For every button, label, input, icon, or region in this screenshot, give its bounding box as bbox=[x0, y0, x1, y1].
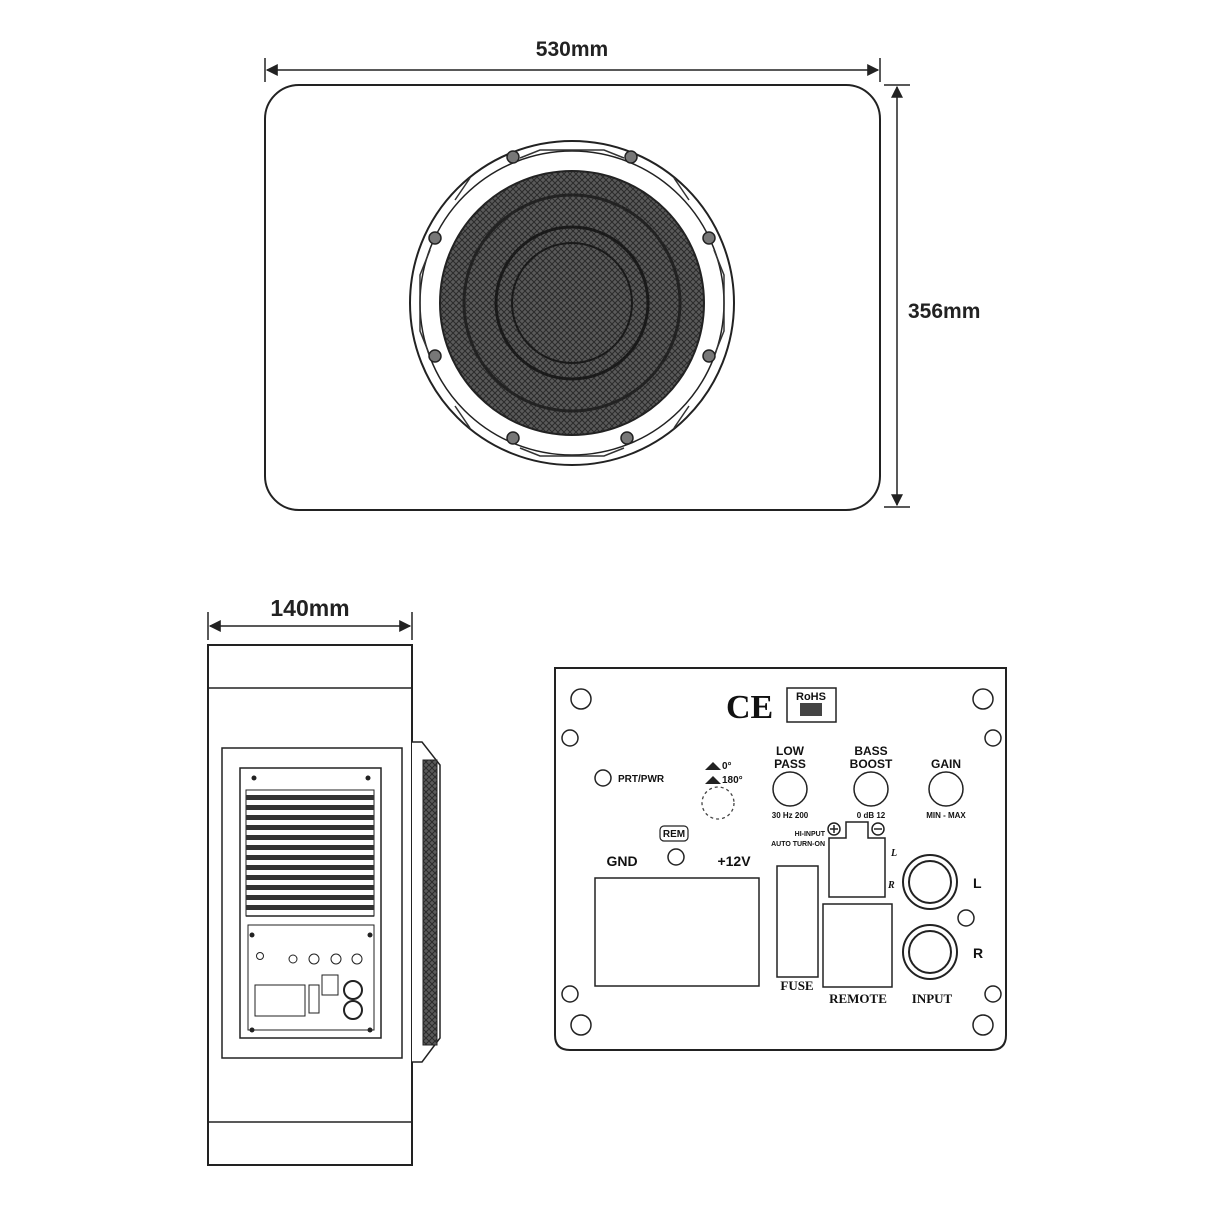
bass-boost-label-1: BASS bbox=[854, 744, 887, 758]
hi-input-connector[interactable] bbox=[828, 821, 886, 898]
heatsink-fin bbox=[246, 895, 374, 900]
hi-input-label: HI-INPUT bbox=[795, 831, 826, 838]
input-label: INPUT bbox=[912, 991, 953, 1006]
phase-180-label: 180° bbox=[722, 775, 743, 786]
speaker bbox=[409, 140, 735, 466]
heatsink-fin bbox=[246, 835, 374, 840]
heatsink-fin bbox=[246, 805, 374, 810]
fuse-label: FUSE bbox=[780, 978, 813, 993]
mounting-holes bbox=[561, 688, 1002, 1036]
gain-knob[interactable] bbox=[928, 771, 964, 807]
hi-l-label: L bbox=[890, 848, 897, 859]
heatsink-fin bbox=[246, 865, 374, 870]
rca-r-label: R bbox=[973, 945, 983, 961]
auto-turn-on-label: AUTO TURN-ON bbox=[771, 841, 825, 848]
gnd-label: GND bbox=[606, 853, 637, 869]
remote-label: REMOTE bbox=[829, 991, 887, 1006]
plus-icon bbox=[827, 822, 841, 836]
power-terminal[interactable] bbox=[594, 877, 760, 987]
low-pass-knob[interactable] bbox=[772, 771, 808, 807]
heatsink-fin bbox=[246, 875, 374, 880]
heatsink-fin bbox=[246, 905, 374, 910]
rca-input-r[interactable] bbox=[902, 924, 958, 980]
bass-boost-knob[interactable] bbox=[853, 771, 889, 807]
height-label: 356mm bbox=[908, 300, 980, 323]
rohs-badge: RoHS bbox=[786, 687, 837, 723]
rca-input-l[interactable] bbox=[902, 854, 958, 910]
speaker-frame bbox=[419, 149, 725, 457]
input-led bbox=[957, 909, 975, 927]
heatsink bbox=[245, 789, 375, 917]
heatsink-fin bbox=[246, 815, 374, 820]
heatsink-fin bbox=[246, 825, 374, 830]
gain-label: GAIN bbox=[931, 757, 961, 771]
speaker-edge bbox=[412, 741, 441, 1063]
speaker-bolts bbox=[428, 150, 716, 445]
amp-panel: CE RoHS PRT/PWR 0° 180° LOW PASS 30 Hz 2… bbox=[554, 667, 1007, 1051]
plus12v-label: +12V bbox=[717, 853, 751, 869]
rca-l-label: L bbox=[973, 875, 982, 891]
prt-pwr-led bbox=[594, 769, 612, 787]
rem-led bbox=[667, 848, 685, 866]
low-pass-label-2: PASS bbox=[774, 757, 806, 771]
heatsink-fin bbox=[246, 845, 374, 850]
speaker-grille bbox=[439, 170, 705, 436]
width-dimension: 530mm bbox=[264, 38, 881, 82]
front-view: 530mm 356mm bbox=[264, 38, 980, 511]
svg-text:RoHS: RoHS bbox=[796, 691, 826, 703]
depth-dimension: 140mm bbox=[207, 595, 413, 640]
heatsink-fin bbox=[246, 795, 374, 800]
remote-port[interactable] bbox=[822, 903, 893, 988]
hi-r-label: R bbox=[887, 880, 895, 891]
fuse-holder[interactable] bbox=[776, 865, 819, 978]
depth-label: 140mm bbox=[270, 595, 349, 621]
phase-switch[interactable]: 0° 180° bbox=[701, 761, 743, 820]
bass-boost-range: 0 dB 12 bbox=[857, 811, 886, 820]
bass-boost-label-2: BOOST bbox=[850, 757, 893, 771]
height-dimension: 356mm bbox=[884, 84, 980, 508]
ce-mark: CE bbox=[726, 689, 773, 726]
prt-pwr-label: PRT/PWR bbox=[618, 774, 665, 785]
low-pass-label-1: LOW bbox=[776, 744, 805, 758]
mini-panel bbox=[247, 924, 375, 1033]
side-view: 140mm bbox=[207, 595, 441, 1166]
phase-0-label: 0° bbox=[722, 761, 732, 772]
gain-range: MIN - MAX bbox=[926, 811, 966, 820]
heatsink-fin bbox=[246, 885, 374, 890]
low-pass-range: 30 Hz 200 bbox=[772, 811, 809, 820]
rem-label: REM bbox=[663, 829, 685, 840]
width-label: 530mm bbox=[536, 38, 608, 61]
minus-icon bbox=[871, 822, 885, 836]
heatsink-fin bbox=[246, 855, 374, 860]
